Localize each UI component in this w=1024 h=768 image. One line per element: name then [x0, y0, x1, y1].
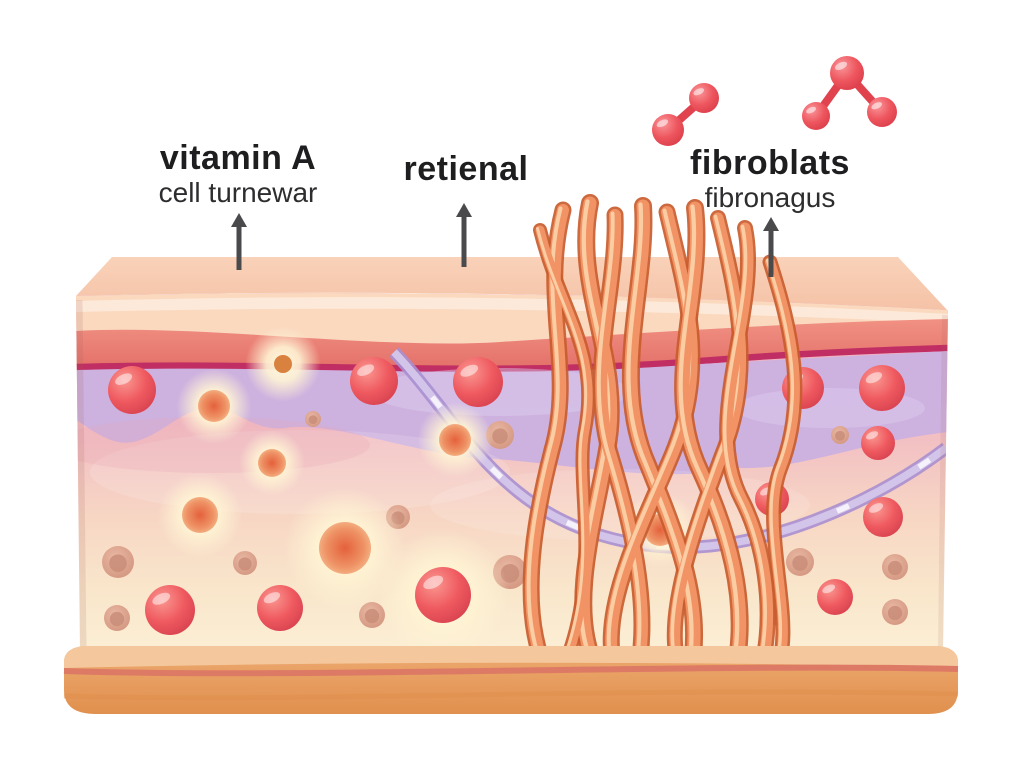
capillary-dashes: [392, 350, 948, 551]
molecule-dumbbell: [652, 83, 719, 146]
label-vitamin-a-subtitle: cell turnewar: [158, 176, 318, 208]
cell-red: [108, 366, 156, 414]
subcutaneous-layer: [63, 646, 959, 714]
cell-red: [350, 357, 398, 405]
label-vitamin-a: vitamin A cell turnewar: [158, 139, 318, 209]
cell-orange: [319, 522, 371, 574]
cell-red: [861, 426, 895, 460]
cell-orange: [439, 424, 471, 456]
cell-dot: [274, 355, 292, 373]
pointer-arrow: [456, 203, 472, 267]
cell-red: [145, 585, 195, 635]
cell-orange: [258, 449, 286, 477]
label-fibroblats-title: fibroblats: [690, 144, 850, 182]
cell-red: [415, 567, 471, 623]
collagen-fibers: [522, 194, 803, 667]
cell-orange: [182, 497, 218, 533]
pointer-arrow: [231, 213, 247, 270]
cell-red: [817, 579, 853, 615]
label-fibroblats-subtitle: fibronagus: [704, 181, 836, 213]
cell-orange: [198, 390, 230, 422]
label-fibroblats: fibroblats fibronagus: [690, 144, 850, 214]
label-retienal-title: retienal: [403, 150, 529, 188]
cell-red: [859, 365, 905, 411]
label-vitamin-a-title: vitamin A: [159, 139, 317, 177]
label-retienal: retienal: [403, 150, 529, 188]
cell-red: [257, 585, 303, 631]
cell-red: [863, 497, 903, 537]
cell-red: [453, 357, 503, 407]
molecule-trio: [802, 56, 897, 130]
pointer-arrow: [763, 217, 779, 277]
